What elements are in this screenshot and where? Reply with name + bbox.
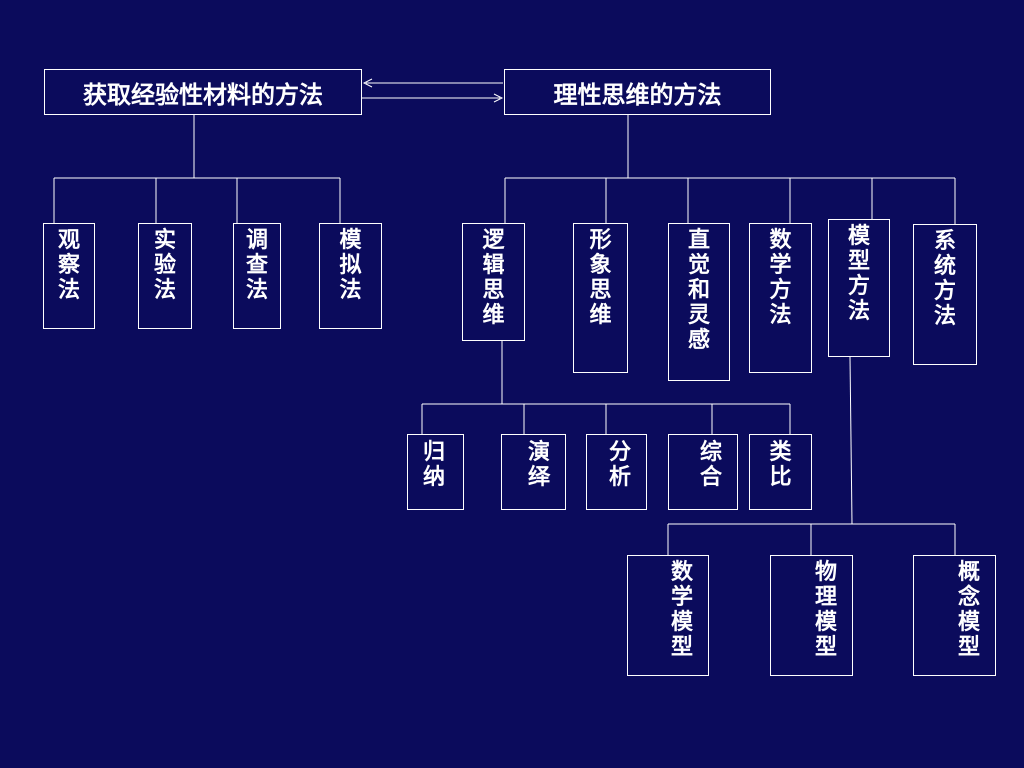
simulation-method-label: 模拟法: [339, 228, 362, 303]
induction-label: 归纳: [422, 440, 445, 490]
math-model-label: 数学模型: [670, 560, 693, 660]
analogy-box: 类比: [749, 434, 812, 510]
rational-methods-title: 理性思维的方法: [553, 80, 722, 109]
logical-thinking-box: 逻辑思维: [462, 223, 525, 341]
image-thinking-box: 形象思维: [573, 223, 628, 373]
intuition-inspiration-box: 直觉和灵感: [668, 223, 730, 381]
system-method-label: 系统方法: [933, 229, 956, 329]
empirical-methods-box: 获取经验性材料的方法: [44, 69, 362, 115]
induction-box: 归纳: [407, 434, 464, 510]
math-model-box: 数学模型: [627, 555, 709, 676]
simulation-method-box: 模拟法: [319, 223, 382, 329]
analysis-box: 分析: [586, 434, 647, 510]
physical-model-box: 物理模型: [770, 555, 853, 676]
model-method-label: 模型方法: [847, 224, 870, 324]
analysis-label: 分析: [608, 440, 631, 490]
survey-method-label: 调查法: [245, 228, 268, 303]
arrow-head-left: [362, 78, 373, 88]
experiment-method-box: 实验法: [138, 223, 192, 329]
math-method-label: 数学方法: [769, 228, 792, 328]
survey-method-box: 调查法: [233, 223, 281, 329]
analogy-label: 类比: [769, 440, 792, 490]
experiment-method-label: 实验法: [153, 228, 176, 303]
deduction-label: 演绎: [527, 440, 550, 490]
synthesis-box: 综合: [668, 434, 738, 510]
system-method-box: 系统方法: [913, 224, 977, 365]
deduction-box: 演绎: [501, 434, 566, 510]
math-method-box: 数学方法: [749, 223, 812, 373]
concept-model-box: 概念模型: [913, 555, 996, 676]
image-thinking-label: 形象思维: [589, 228, 612, 328]
model-method-box: 模型方法: [828, 219, 890, 357]
concept-model-label: 概念模型: [957, 560, 980, 660]
observation-method-box: 观察法: [43, 223, 95, 329]
arrow-head-right: [493, 93, 504, 103]
rational-methods-box: 理性思维的方法: [504, 69, 771, 115]
intuition-inspiration-label: 直觉和灵感: [687, 228, 710, 353]
physical-model-label: 物理模型: [814, 560, 837, 660]
synthesis-label: 综合: [699, 440, 722, 490]
empirical-methods-title: 获取经验性材料的方法: [83, 80, 323, 109]
logical-thinking-label: 逻辑思维: [482, 228, 505, 328]
observation-method-label: 观察法: [57, 228, 80, 303]
